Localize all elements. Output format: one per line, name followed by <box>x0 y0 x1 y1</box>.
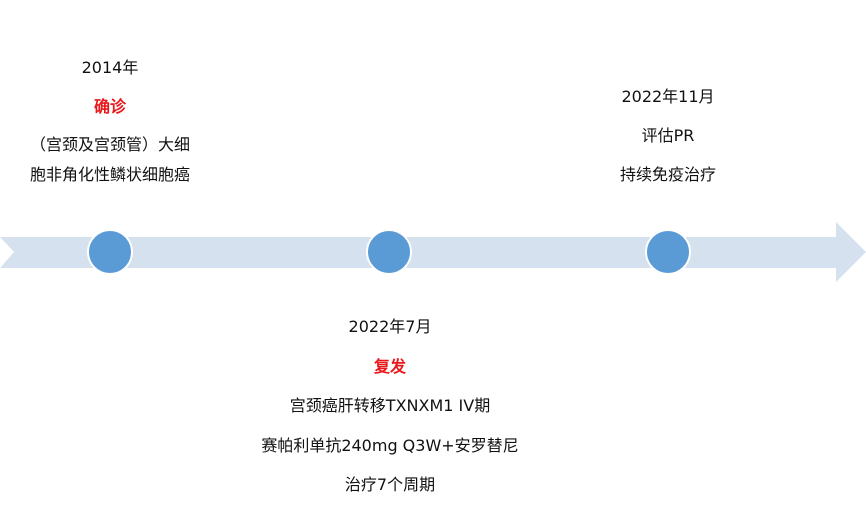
timeline-node-2022-11 <box>645 229 691 275</box>
event-2014: 2014年 确诊 （宫颈及宫颈管）大细 胞非角化性鳞状细胞癌 <box>10 58 210 185</box>
timeline-node-2022-07 <box>366 229 412 275</box>
event-2022-07: 2022年7月 复发 宫颈癌肝转移TXNXM1 IV期 赛帕利单抗240mg Q… <box>215 317 565 495</box>
event-2022-11: 2022年11月 评估PR 持续免疫治疗 <box>568 87 768 185</box>
event-detail: 赛帕利单抗240mg Q3W+安罗替尼 <box>261 436 519 455</box>
event-detail: （宫颈及宫颈管）大细 <box>29 135 190 154</box>
event-detail: 持续免疫治疗 <box>619 165 716 184</box>
event-status: 确诊 <box>93 97 126 116</box>
event-status: 复发 <box>373 357 406 376</box>
event-detail: 评估PR <box>641 126 695 145</box>
event-detail: 治疗7个周期 <box>344 475 436 494</box>
event-detail: 宫颈癌肝转移TXNXM1 IV期 <box>289 396 491 415</box>
event-date: 2022年11月 <box>621 87 715 106</box>
event-detail: 胞非角化性鳞状细胞癌 <box>29 165 190 184</box>
event-date: 2014年 <box>81 58 139 77</box>
timeline-node-2014 <box>87 229 133 275</box>
event-date: 2022年7月 <box>348 317 432 336</box>
